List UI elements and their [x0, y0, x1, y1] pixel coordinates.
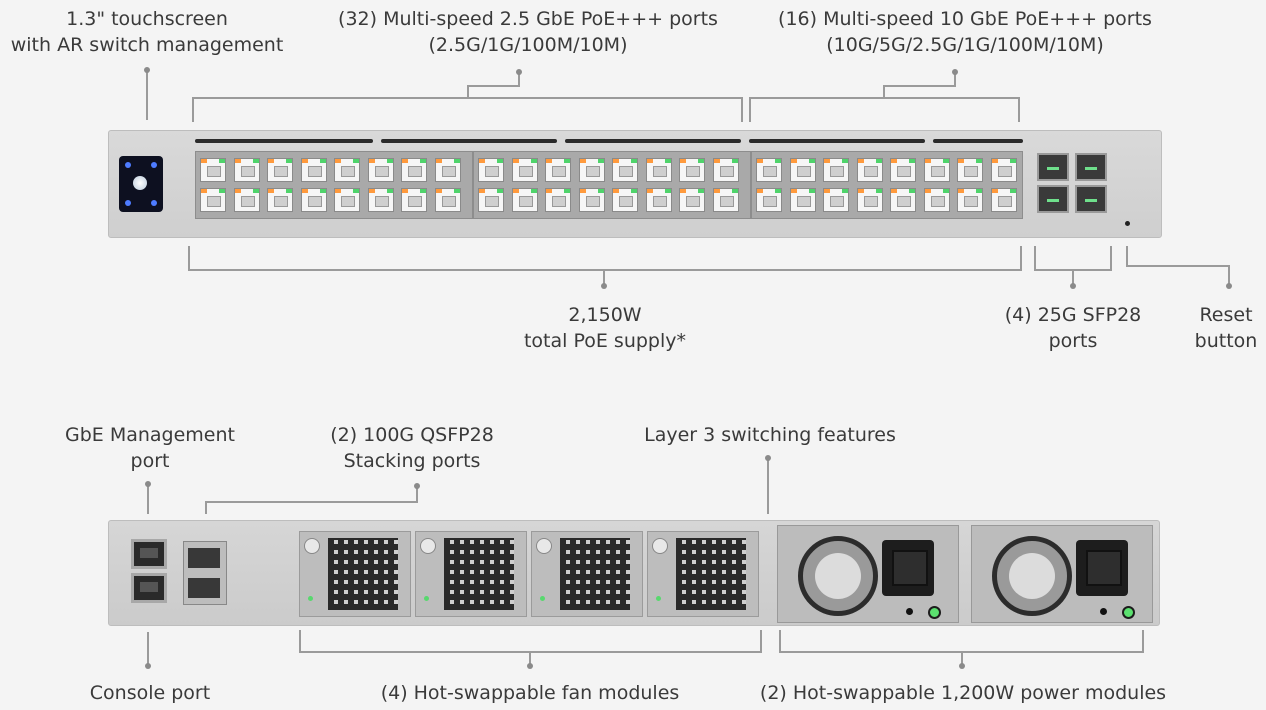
rj45-port-icon[interactable]: [856, 158, 883, 182]
rj45-port-icon[interactable]: [789, 158, 816, 182]
sfp-port-icon[interactable]: [1075, 153, 1107, 181]
rj45-port-icon[interactable]: [367, 158, 394, 182]
power-label: (2) Hot-swappable 1,200W power modules: [759, 682, 1167, 704]
rj45-block-1: [195, 151, 473, 219]
rj45-port-icon[interactable]: [645, 188, 672, 212]
rj45-port-icon[interactable]: [645, 158, 672, 182]
rj45-port-icon[interactable]: [712, 158, 739, 182]
rj45-block-3: [751, 151, 1023, 219]
rj45-port-icon[interactable]: [712, 188, 739, 212]
rj45-port-icon[interactable]: [511, 188, 538, 212]
rj45-port-icon[interactable]: [267, 158, 293, 182]
sfp-port-icon[interactable]: [1075, 185, 1107, 213]
rj45-port-icon[interactable]: [990, 188, 1017, 212]
rj45-port-icon[interactable]: [300, 158, 327, 182]
rj45-port-icon[interactable]: [334, 158, 360, 182]
rj45-port-icon[interactable]: [957, 188, 983, 212]
rj45-port-icon[interactable]: [756, 188, 782, 212]
rj45-port-icon[interactable]: [612, 158, 638, 182]
rj45-port-icon[interactable]: [823, 188, 849, 212]
sfp-port-icon[interactable]: [1037, 185, 1069, 213]
rj45-port-icon[interactable]: [200, 188, 226, 212]
rj45-port-icon[interactable]: [367, 188, 394, 212]
sfp-port-icon[interactable]: [1037, 153, 1069, 181]
rj45-port-icon[interactable]: [478, 158, 504, 182]
rj45-port-icon[interactable]: [957, 158, 983, 182]
rj45-port-icon[interactable]: [679, 188, 705, 212]
rj45-port-icon[interactable]: [890, 158, 916, 182]
fans-label: (4) Hot-swappable fan modules: [380, 682, 680, 704]
fan-module-icon[interactable]: [647, 531, 759, 617]
switch-front-panel: [108, 130, 1162, 238]
power-module-icon[interactable]: [777, 525, 959, 623]
rj45-port-icon[interactable]: [434, 158, 461, 182]
rj45-port-icon[interactable]: [545, 158, 571, 182]
console-port-icon[interactable]: [131, 573, 167, 603]
touchscreen-icon[interactable]: [119, 156, 163, 212]
rj45-port-icon[interactable]: [856, 188, 883, 212]
rj45-port-icon[interactable]: [478, 188, 504, 212]
rj45-port-icon[interactable]: [578, 158, 605, 182]
rj45-port-icon[interactable]: [890, 188, 916, 212]
rj45-port-icon[interactable]: [923, 158, 950, 182]
rj45-port-icon[interactable]: [990, 158, 1017, 182]
rj45-port-icon[interactable]: [200, 158, 226, 182]
ports-10g-label: (16) Multi-speed 10 GbE PoE+++ ports(10G…: [778, 8, 1152, 56]
rj45-port-icon[interactable]: [401, 188, 427, 212]
fan-module-icon[interactable]: [415, 531, 527, 617]
rj45-port-icon[interactable]: [267, 188, 293, 212]
rj45-port-icon[interactable]: [823, 158, 849, 182]
rj45-port-icon[interactable]: [612, 188, 638, 212]
reset-button[interactable]: [1125, 221, 1130, 226]
fan-module-icon[interactable]: [531, 531, 643, 617]
rj45-port-icon[interactable]: [401, 158, 427, 182]
rj45-port-icon[interactable]: [756, 158, 782, 182]
layer3-label: Layer 3 switching features: [644, 424, 896, 446]
rj45-port-icon[interactable]: [578, 188, 605, 212]
rj45-port-icon[interactable]: [233, 188, 260, 212]
switch-rear-panel: [108, 520, 1160, 626]
power-module-icon[interactable]: [971, 525, 1153, 623]
rj45-port-icon[interactable]: [923, 188, 950, 212]
rj45-port-icon[interactable]: [545, 188, 571, 212]
rj45-port-icon[interactable]: [334, 188, 360, 212]
mgmt-port-icon[interactable]: [131, 539, 167, 569]
fan-module-icon[interactable]: [299, 531, 411, 617]
rj45-port-icon[interactable]: [789, 188, 816, 212]
qsfp-port-icon[interactable]: [183, 541, 227, 605]
rj45-port-icon[interactable]: [679, 158, 705, 182]
rj45-port-icon[interactable]: [434, 188, 461, 212]
console-label: Console port: [89, 682, 211, 704]
rj45-port-icon[interactable]: [300, 188, 327, 212]
rj45-port-icon[interactable]: [233, 158, 260, 182]
rj45-port-icon[interactable]: [511, 158, 538, 182]
ports-25g-label: (32) Multi-speed 2.5 GbE PoE+++ ports(2.…: [338, 8, 718, 56]
rj45-block-2: [473, 151, 751, 219]
